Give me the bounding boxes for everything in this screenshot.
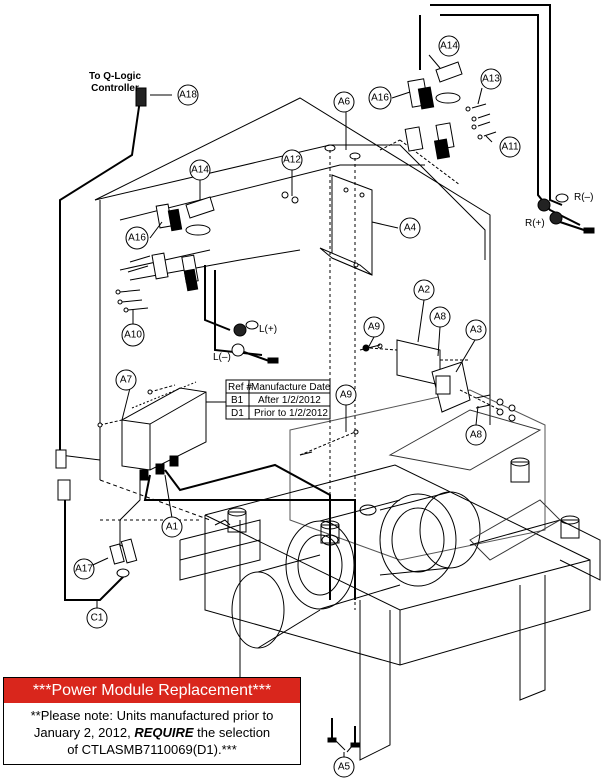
callout-a14-top: A14	[438, 35, 460, 57]
table-cell-ref: B1	[231, 395, 244, 406]
callout-a4: A4	[399, 217, 421, 239]
svg-text:A5: A5	[338, 762, 351, 773]
svg-text:C1: C1	[91, 613, 104, 624]
svg-text:A6: A6	[338, 97, 351, 108]
svg-text:A4: A4	[404, 223, 417, 234]
a2-plate-a3-relay	[362, 339, 516, 422]
callout-a8-bottom: A8	[465, 424, 487, 446]
callout-a16-left: A16	[125, 226, 149, 250]
notice-text: January 2, 2012,	[33, 725, 135, 740]
notice-title-banner: ***Power Module Replacement***	[4, 678, 300, 703]
svg-text:A7: A7	[120, 375, 133, 386]
svg-text:A10: A10	[124, 330, 142, 341]
svg-text:A2: A2	[418, 285, 431, 296]
svg-text:A8: A8	[470, 430, 483, 441]
wiring-harness	[59, 4, 581, 601]
right-battery-connectors	[404, 61, 497, 160]
table-cell-ref: D1	[231, 408, 244, 419]
hardware-fasteners	[55, 87, 381, 753]
svg-text:A18: A18	[179, 90, 197, 101]
terminal-r-minus-label: R(–)	[574, 192, 593, 203]
svg-text:A8: A8	[434, 312, 447, 323]
notice-emphasis: REQUIRE	[134, 725, 194, 740]
table-header-date: Manufacture Date	[251, 382, 331, 393]
callout-a10: A10	[121, 323, 145, 347]
svg-text:A11: A11	[501, 142, 518, 153]
table-cell-date: Prior to 1/2/2012	[254, 408, 328, 419]
table-header-ref: Ref #	[228, 382, 252, 393]
terminal-l-plus-label: L(+)	[259, 324, 277, 335]
reference-table: Ref # Manufacture Date B1 After 1/2/2012…	[206, 379, 331, 420]
replacement-notice-box: ***Power Module Replacement*** **Please …	[3, 677, 301, 765]
callout-a1: A1	[161, 516, 183, 538]
callout-a12: A12	[281, 149, 303, 171]
left-battery-connectors	[115, 196, 215, 313]
terminal-l-minus-label: L(–)	[213, 352, 231, 363]
left-battery-terminals	[231, 320, 279, 364]
right-battery-terminals	[537, 193, 595, 234]
svg-text:A16: A16	[371, 93, 389, 104]
callout-a14-left: A14	[189, 159, 211, 181]
svg-text:A14: A14	[191, 165, 209, 176]
svg-text:A9: A9	[368, 322, 381, 333]
table-cell-date: After 1/2/2012	[258, 395, 321, 406]
callout-c1: C1	[86, 607, 108, 629]
callout-a5: A5	[333, 756, 355, 778]
controller-label-line1: To Q-Logic	[89, 71, 141, 82]
a1-power-module	[97, 381, 361, 481]
callout-a13: A13	[480, 68, 502, 90]
callout-a2: A2	[413, 279, 435, 301]
notice-body: **Please note: Units manufactured prior …	[4, 703, 300, 758]
svg-text:A1: A1	[166, 522, 179, 533]
svg-text:A16: A16	[128, 233, 146, 244]
svg-text:A3: A3	[470, 325, 483, 336]
callout-a7: A7	[115, 369, 137, 391]
notice-line: January 2, 2012, REQUIRE the selection	[8, 724, 296, 741]
controller-label-line2: Controller	[91, 83, 139, 94]
harness-routing-lines	[59, 139, 486, 551]
terminal-r-plus-label: R(+)	[525, 218, 545, 229]
callout-a6: A6	[333, 91, 355, 113]
notice-text: the selection	[193, 725, 271, 740]
callout-a18: A18	[177, 84, 199, 106]
svg-text:A9: A9	[340, 390, 353, 401]
callout-a3: A3	[465, 319, 487, 341]
svg-text:A12: A12	[283, 155, 301, 166]
callout-a9-top: A9	[363, 316, 385, 338]
callout-a11: A11	[499, 136, 521, 158]
svg-text:A14: A14	[440, 41, 458, 52]
svg-text:A13: A13	[482, 74, 500, 85]
notice-line: of CTLASMB7110069(D1).***	[67, 742, 237, 757]
callout-a17: A17	[73, 558, 95, 580]
svg-text:A17: A17	[75, 564, 93, 575]
callout-a16-top: A16	[368, 86, 392, 110]
callout-a9-mid: A9	[335, 384, 357, 406]
notice-line: **Please note: Units manufactured prior …	[30, 708, 274, 723]
callout-a8-top: A8	[429, 306, 451, 328]
